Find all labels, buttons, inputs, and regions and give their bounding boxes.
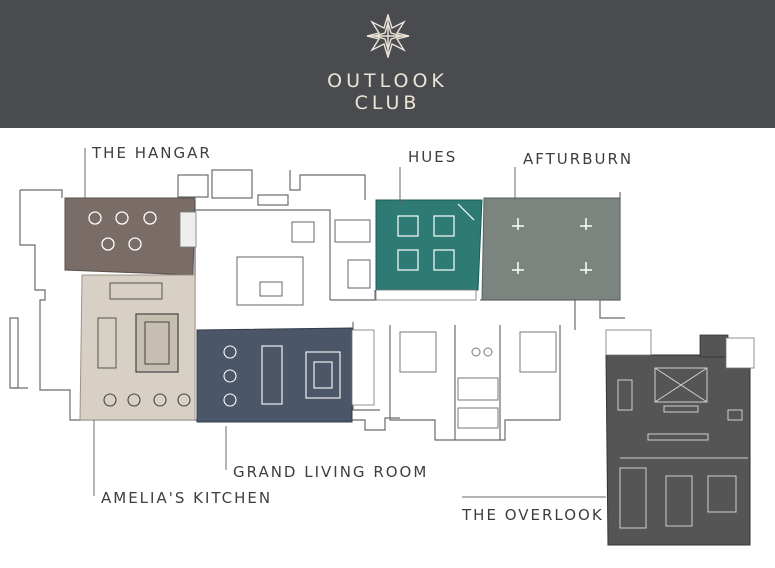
amelias-kitchen-room xyxy=(79,274,196,421)
header-bar: OUTLOOK CLUB xyxy=(0,0,775,128)
overlook-room xyxy=(605,329,755,546)
hues-room xyxy=(375,199,483,301)
leader-lines xyxy=(84,148,606,498)
label-hangar: THE HANGAR xyxy=(92,144,212,162)
lobby-furniture xyxy=(236,219,371,306)
restroom-fixtures xyxy=(399,331,557,429)
brand-name-line1: OUTLOOK xyxy=(327,70,448,92)
grand-living-room xyxy=(196,327,375,423)
hangar-room xyxy=(64,197,197,276)
label-afturburn: AFTURBURN xyxy=(523,150,634,168)
label-grand-living-room: GRAND LIVING ROOM xyxy=(233,463,429,481)
brand-name-line2: CLUB xyxy=(354,92,421,114)
label-amelias-kitchen: AMELIA'S KITCHEN xyxy=(101,489,273,507)
afturburn-room xyxy=(481,197,621,301)
floor-plan xyxy=(9,148,755,546)
label-overlook: THE OVERLOOK xyxy=(462,506,604,524)
star-compass-icon xyxy=(366,14,410,58)
label-hues: HUES xyxy=(408,148,458,166)
